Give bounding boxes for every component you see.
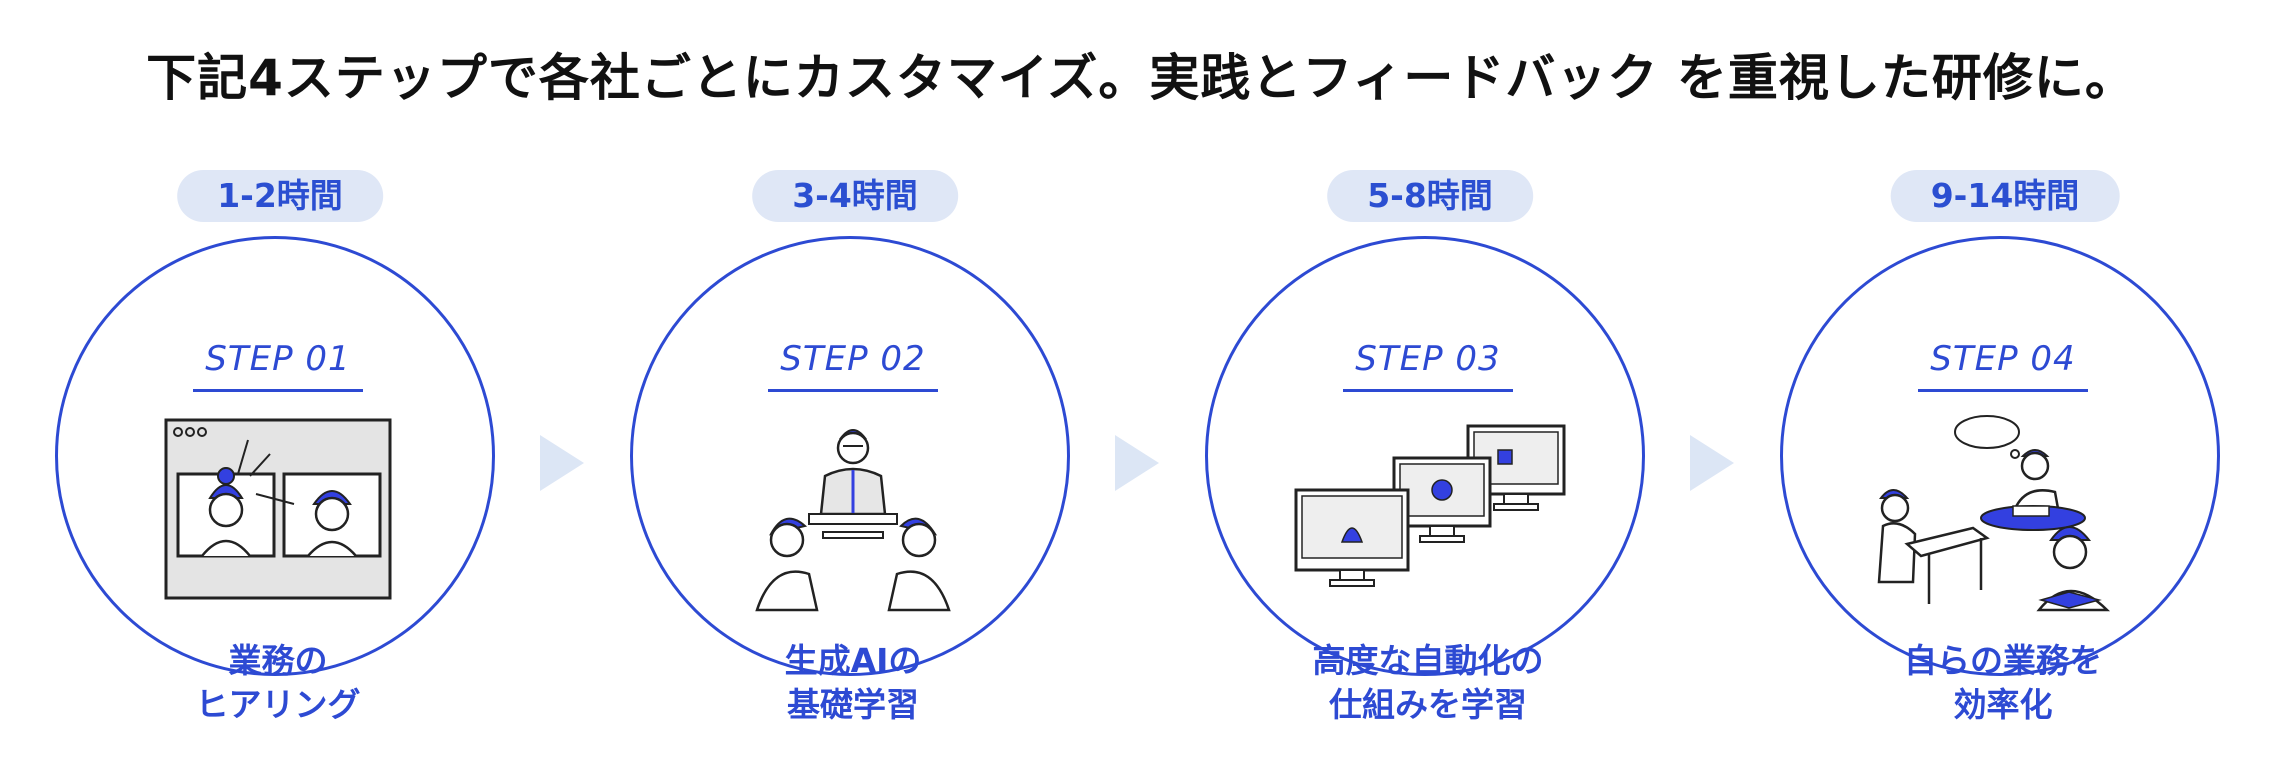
step-circle: STEP 02 生成AIの 基礎学習 [630, 236, 1070, 724]
step-circle: STEP 04 自らの業務を 効率化 [1780, 236, 2220, 724]
step-caption: 業務の ヒアリング [98, 639, 458, 727]
computers-icon [1294, 424, 1566, 587]
arrow-right-icon [540, 435, 584, 491]
step-caption: 生成AIの 基礎学習 [673, 639, 1033, 727]
step-caption: 自らの業務を 効率化 [1823, 639, 2183, 727]
step-03: 5-8時間 STEP 03 高度な自動化の 仕組みを学習 [1205, 170, 1655, 724]
step-circle: STEP 01 業務の ヒアリング [55, 236, 495, 724]
caption-line: 高度な自動化の [1312, 641, 1544, 680]
step-circle: STEP 03 高度な自動化の 仕組みを学習 [1205, 236, 1645, 724]
duration-badge: 3-4時間 [752, 170, 958, 222]
caption-line: 効率化 [1953, 685, 2053, 724]
step-underline [1343, 389, 1513, 392]
caption-line: 基礎学習 [787, 685, 919, 724]
caption-line: 業務の [228, 641, 328, 680]
step-04: 9-14時間 STEP 04 自らの業務 [1780, 170, 2230, 724]
step-label: STEP 01 [205, 339, 351, 379]
duration-badge: 1-2時間 [177, 170, 383, 222]
caption-line: 生成AIの [784, 641, 922, 680]
arrow-right-icon [1115, 435, 1159, 491]
caption-line: 仕組みを学習 [1329, 685, 1527, 724]
step-01: 1-2時間 STEP 01 業務の ヒアリング [55, 170, 505, 724]
step-underline [1918, 389, 2088, 392]
self-study-icon [1877, 415, 2111, 612]
step-label: STEP 03 [1355, 339, 1501, 379]
duration-badge: 5-8時間 [1327, 170, 1533, 222]
arrow-right-icon [1690, 435, 1734, 491]
step-underline [768, 389, 938, 392]
step-underline [193, 389, 363, 392]
step-label: STEP 02 [780, 339, 926, 379]
caption-line: ヒアリング [195, 685, 361, 724]
step-label: STEP 04 [1930, 339, 2076, 379]
headline: 下記4ステップで各社ごとにカスタマイズ。実践とフィードバック を重視した研修に。 [146, 49, 2136, 107]
step-02: 3-4時間 STEP 02 生成AIの 基礎学習 [630, 170, 1080, 724]
caption-line: 自らの業務を [1904, 641, 2102, 680]
step-caption: 高度な自動化の 仕組みを学習 [1248, 639, 1608, 727]
video-call-icon [164, 418, 392, 600]
duration-badge: 9-14時間 [1890, 170, 2120, 222]
classroom-icon [755, 429, 951, 612]
